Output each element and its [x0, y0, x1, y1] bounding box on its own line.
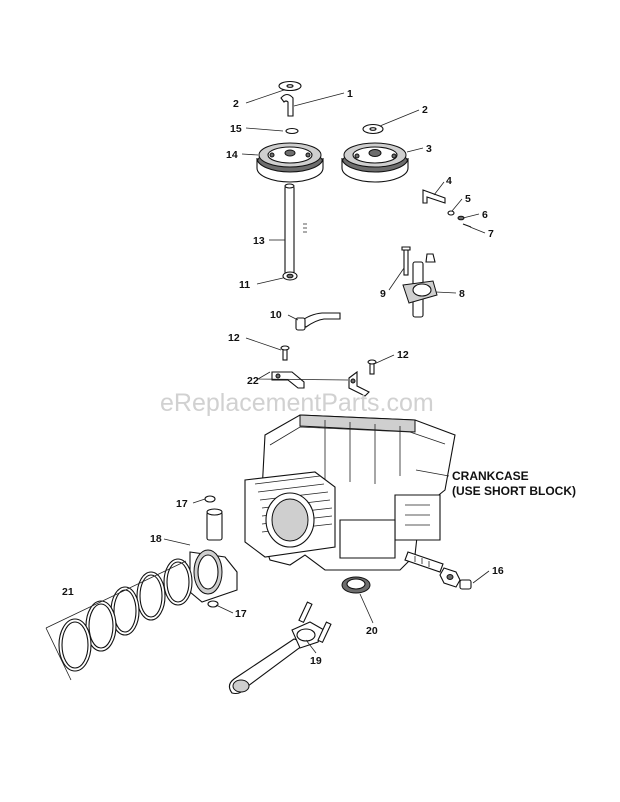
- screw-12-left: [280, 345, 290, 361]
- cam-gear-3: [341, 142, 409, 183]
- governor-arm-4: [422, 189, 446, 204]
- washer-11: [282, 271, 298, 281]
- crankcase-label: CRANKCASE: [452, 469, 529, 483]
- screw-12-right: [367, 359, 377, 375]
- shaft-stub: [404, 551, 444, 573]
- clip-17-top: [204, 495, 216, 503]
- callout-22: 22: [247, 375, 259, 387]
- callout-16: 16: [492, 565, 504, 577]
- callout-13: 13: [253, 235, 265, 247]
- callout-5: 5: [465, 193, 471, 205]
- washer-15: [285, 127, 299, 135]
- bracket-22-right: [348, 370, 370, 397]
- callout-12-left: 12: [228, 332, 240, 344]
- washer-2-right: [362, 123, 384, 135]
- rings-bracket: [45, 560, 187, 681]
- callout-12-right: 12: [397, 349, 409, 361]
- watermark: eReplacementParts.com: [160, 389, 434, 417]
- crankcase-note: (USE SHORT BLOCK): [452, 484, 576, 498]
- callout-20: 20: [366, 625, 378, 637]
- callout-17-top: 17: [176, 498, 188, 510]
- oil-seal-20: [341, 576, 371, 594]
- shaft-13: [284, 183, 307, 275]
- bracket-22-left: [271, 371, 305, 389]
- washer-5: [447, 210, 455, 216]
- governor-assembly-8: [402, 253, 438, 318]
- callout-11: 11: [239, 279, 250, 291]
- connecting-rod-19: [228, 601, 332, 695]
- callout-15: 15: [230, 123, 242, 135]
- clip-17-bottom: [207, 600, 219, 608]
- callout-6: 6: [482, 209, 488, 221]
- callout-8: 8: [459, 288, 465, 300]
- callout-2-right: 2: [422, 104, 428, 116]
- callout-3: 3: [426, 143, 432, 155]
- callout-7: 7: [488, 228, 494, 240]
- callout-18: 18: [150, 533, 162, 545]
- callout-19: 19: [310, 655, 322, 667]
- callout-21: 21: [62, 586, 74, 598]
- piston-pin: [206, 508, 223, 541]
- callout-10: 10: [270, 309, 282, 321]
- pin-1: [280, 93, 294, 117]
- governor-screw-9: [401, 246, 411, 276]
- washer-2-left: [278, 80, 302, 92]
- callout-14: 14: [226, 149, 238, 161]
- callout-2-left: 2: [233, 98, 239, 110]
- fitting-16: [459, 579, 472, 590]
- breather-tube-10: [295, 312, 341, 331]
- callout-9: 9: [380, 288, 386, 300]
- leader-lines: [163, 89, 490, 654]
- cam-gear-14: [256, 142, 324, 183]
- cotter-7: [462, 223, 472, 228]
- piston-rings-21: [58, 558, 193, 672]
- nut-16: [439, 567, 461, 588]
- callout-4: 4: [446, 175, 452, 187]
- callout-17-bottom: 17: [235, 608, 247, 620]
- piston-18: [189, 549, 238, 603]
- cylinder: [244, 471, 336, 558]
- callout-1: 1: [347, 88, 353, 100]
